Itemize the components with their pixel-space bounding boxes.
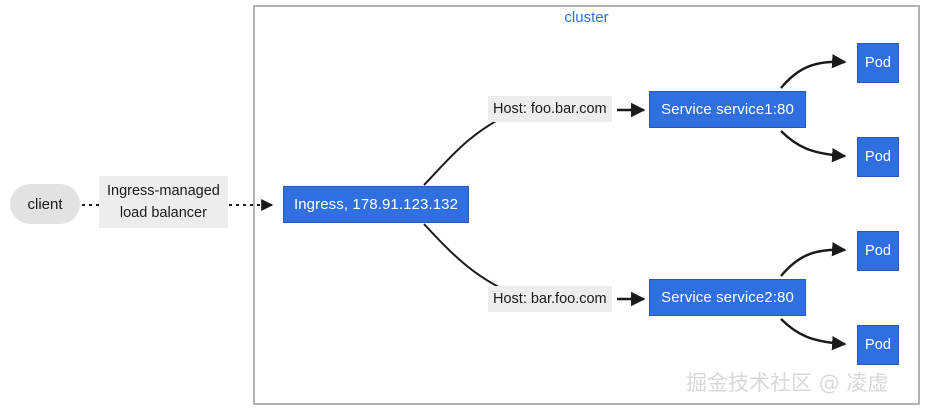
cluster-label: cluster: [564, 9, 609, 26]
pod-node-4: Pod: [857, 325, 899, 365]
load-balancer-label-line2: load balancer: [119, 205, 207, 221]
pod-node-1-label: Pod: [864, 55, 892, 71]
host-rule-label-2: Host: bar.foo.com: [488, 286, 612, 312]
pod-node-1: Pod: [857, 43, 899, 83]
service2-node-label: Service service2:80: [661, 289, 794, 306]
load-balancer-label-line1: Ingress-managed: [107, 183, 220, 199]
cluster-boundary: [253, 5, 920, 405]
host-rule-label-1: Host: foo.bar.com: [488, 96, 612, 122]
load-balancer-edge-label: Ingress-managed load balancer: [99, 176, 228, 228]
ingress-node-label: Ingress, 178.91.123.132: [293, 196, 459, 213]
pod-node-2-label: Pod: [864, 149, 892, 165]
watermark: 掘金技术社区 @ 凌虚: [686, 371, 889, 395]
edge-service1-to-pod1: [780, 54, 847, 89]
pod-node-3-label: Pod: [864, 243, 892, 259]
ingress-node: Ingress, 178.91.123.132: [283, 186, 469, 223]
edge-service1-to-pod2: [780, 130, 847, 163]
service1-node: Service service1:80: [649, 91, 806, 128]
client-label: client: [27, 195, 63, 213]
pod-node-2: Pod: [857, 137, 899, 177]
service1-node-label: Service service1:80: [661, 101, 794, 118]
edge-service2-to-pod4: [780, 318, 847, 351]
client-node: client: [10, 184, 80, 224]
service2-node: Service service2:80: [649, 279, 806, 316]
pod-node-3: Pod: [857, 231, 899, 271]
edge-service2-to-pod3: [780, 242, 847, 277]
pod-node-4-label: Pod: [864, 337, 892, 353]
